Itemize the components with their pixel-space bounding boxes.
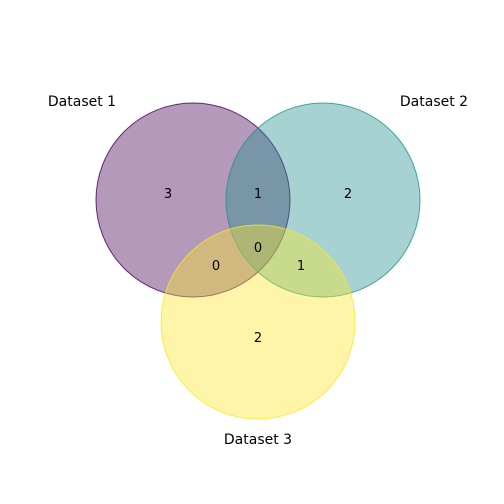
set-label-dataset-2: Dataset 2: [400, 94, 468, 110]
region-count-1-and-2-and-3: 0: [254, 241, 262, 256]
region-count-2-and-3: 1: [297, 259, 305, 274]
region-count-only-1: 3: [164, 187, 172, 202]
region-count-1-and-2: 1: [254, 187, 262, 202]
set-label-dataset-3: Dataset 3: [224, 432, 292, 448]
set-circle-dataset-1: [95, 102, 291, 298]
set-circle-dataset-2: [225, 102, 421, 298]
region-count-only-2: 2: [344, 187, 352, 202]
set-label-dataset-1: Dataset 1: [48, 94, 116, 110]
region-count-1-and-3: 0: [212, 259, 220, 274]
set-circle-dataset-3: [160, 224, 356, 420]
region-count-only-3: 2: [254, 331, 262, 346]
